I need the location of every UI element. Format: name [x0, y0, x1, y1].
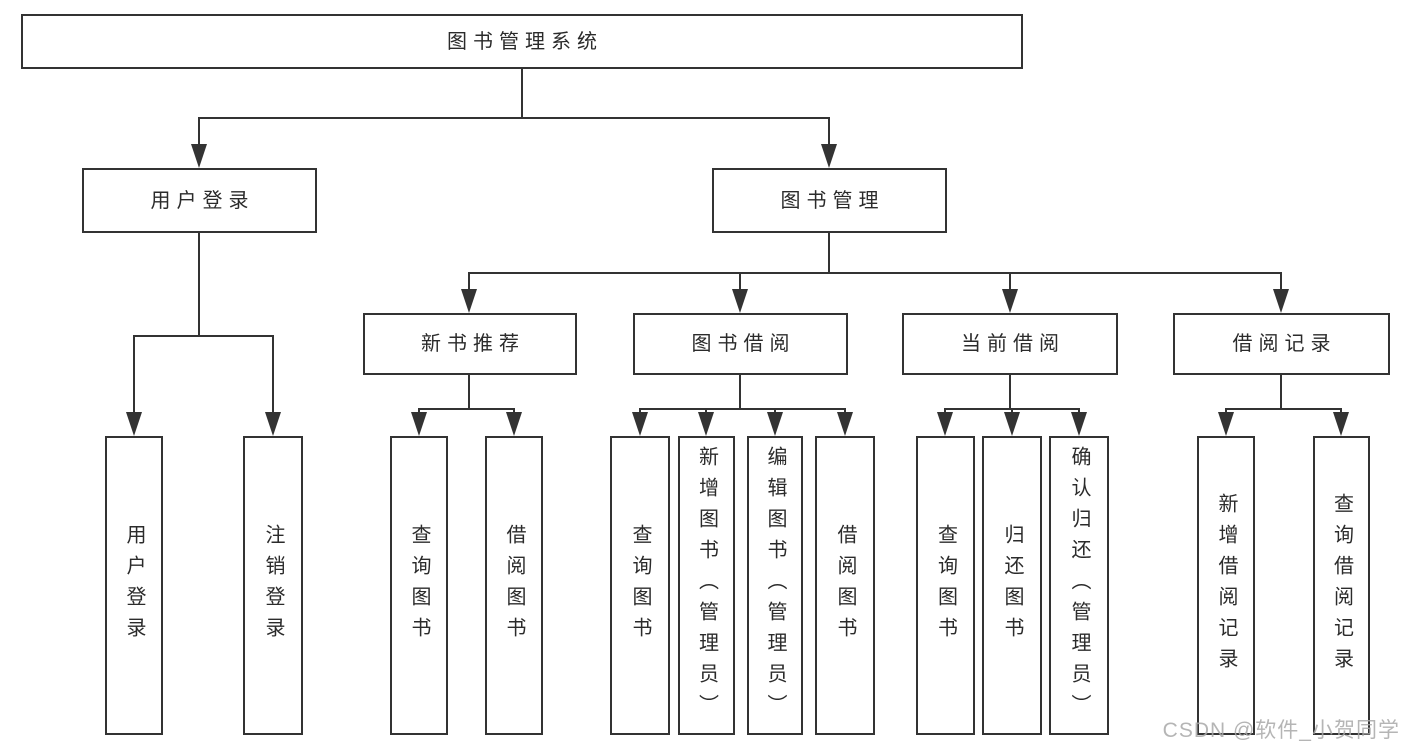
- arrow-down-icon: [732, 289, 748, 313]
- connector-line: [1009, 272, 1011, 292]
- arrow-down-icon: [1333, 412, 1349, 436]
- connector-line: [198, 117, 200, 147]
- leaf-query-books-recommend-label: 查询图书: [408, 523, 430, 648]
- connector-line: [272, 335, 274, 415]
- connector-line: [419, 408, 515, 410]
- arrow-down-icon: [411, 412, 427, 436]
- connector-line: [418, 408, 420, 415]
- leaf-borrow-books-recommend: 借阅图书: [485, 436, 543, 735]
- connector-line: [469, 272, 1282, 274]
- connector-line: [1078, 408, 1080, 415]
- node-user-login-label: 用户登录: [150, 189, 255, 212]
- node-root: 图书管理系统: [21, 14, 1023, 69]
- node-book-borrow: 图书借阅: [633, 313, 848, 375]
- leaf-query-borrow-record-label: 查询借阅记录: [1330, 492, 1353, 679]
- arrow-down-icon: [837, 412, 853, 436]
- node-borrow-records-label: 借阅记录: [1232, 333, 1337, 355]
- connector-line: [844, 408, 846, 415]
- leaf-logout-label: 注销登录: [262, 523, 284, 648]
- leaf-confirm-return-admin-label: 确认归还（管理员）: [1068, 446, 1090, 725]
- connector-line: [739, 272, 741, 292]
- leaf-borrow-books: 借阅图书: [815, 436, 875, 735]
- node-new-book-recommend-label: 新书推荐: [421, 333, 525, 355]
- leaf-add-book-admin-label: 新增图书（管理员）: [695, 446, 718, 725]
- connector-line: [198, 117, 830, 119]
- watermark: CSDN @软件_小贺同学: [1162, 719, 1400, 742]
- connector-line: [640, 408, 845, 410]
- node-current-borrow: 当前借阅: [902, 313, 1118, 375]
- connector-line: [639, 408, 641, 415]
- connector-line: [1011, 408, 1013, 415]
- node-user-login: 用户登录: [82, 168, 317, 233]
- arrow-down-icon: [1002, 289, 1018, 313]
- leaf-edit-book-admin: 编辑图书（管理员）: [747, 436, 803, 735]
- connector-line: [944, 408, 946, 415]
- node-new-book-recommend: 新书推荐: [363, 313, 577, 375]
- arrow-down-icon: [265, 412, 281, 436]
- arrow-down-icon: [461, 289, 477, 313]
- node-borrow-records: 借阅记录: [1173, 313, 1390, 375]
- connector-line: [1280, 375, 1282, 408]
- arrow-down-icon: [126, 412, 142, 436]
- leaf-return-book-label: 归还图书: [1001, 523, 1023, 648]
- leaf-borrow-books-recommend-label: 借阅图书: [503, 523, 525, 648]
- connector-line: [1280, 272, 1282, 292]
- connector-line: [198, 233, 200, 335]
- connector-line: [133, 335, 135, 415]
- arrow-down-icon: [1071, 412, 1087, 436]
- arrow-down-icon: [937, 412, 953, 436]
- node-current-borrow-label: 当前借阅: [961, 333, 1065, 355]
- node-book-borrow-label: 图书借阅: [691, 333, 796, 355]
- leaf-query-borrow-record: 查询借阅记录: [1313, 436, 1370, 735]
- leaf-confirm-return-admin: 确认归还（管理员）: [1049, 436, 1109, 735]
- connector-line: [513, 408, 515, 415]
- leaf-logout: 注销登录: [243, 436, 303, 735]
- arrow-down-icon: [191, 144, 207, 168]
- leaf-borrow-books-label: 借阅图书: [834, 523, 856, 648]
- leaf-add-borrow-record-label: 新增借阅记录: [1215, 492, 1237, 679]
- leaf-user-login-label: 用户登录: [123, 523, 145, 648]
- arrow-down-icon: [1004, 412, 1020, 436]
- leaf-query-books-recommend: 查询图书: [390, 436, 448, 735]
- leaf-query-books-current-label: 查询图书: [934, 523, 957, 648]
- connector-line: [1225, 408, 1227, 415]
- arrow-down-icon: [698, 412, 714, 436]
- leaf-query-books-borrow: 查询图书: [610, 436, 670, 735]
- connector-line: [705, 408, 707, 415]
- node-book-management: 图书管理: [712, 168, 947, 233]
- arrow-down-icon: [1218, 412, 1234, 436]
- arrow-down-icon: [1273, 289, 1289, 313]
- connector-line: [468, 272, 470, 292]
- connector-line: [828, 117, 830, 147]
- connector-line: [468, 375, 470, 408]
- connector-line: [1340, 408, 1342, 415]
- node-root-label: 图书管理系统: [447, 30, 603, 53]
- connector-line: [521, 69, 523, 117]
- arrow-down-icon: [506, 412, 522, 436]
- leaf-user-login: 用户登录: [105, 436, 163, 735]
- leaf-edit-book-admin-label: 编辑图书（管理员）: [764, 446, 786, 725]
- leaf-query-books-current: 查询图书: [916, 436, 975, 735]
- arrow-down-icon: [767, 412, 783, 436]
- leaf-add-borrow-record: 新增借阅记录: [1197, 436, 1255, 735]
- arrow-down-icon: [632, 412, 648, 436]
- leaf-add-book-admin: 新增图书（管理员）: [678, 436, 735, 735]
- connector-line: [1226, 408, 1342, 410]
- connector-line: [1009, 375, 1011, 408]
- leaf-query-books-borrow-label: 查询图书: [629, 523, 651, 648]
- leaf-return-book: 归还图书: [982, 436, 1042, 735]
- connector-line: [828, 233, 830, 272]
- arrow-down-icon: [821, 144, 837, 168]
- connector-line: [774, 408, 776, 415]
- node-book-management-label: 图书管理: [780, 189, 885, 212]
- connector-line: [133, 335, 274, 337]
- connector-line: [739, 375, 741, 408]
